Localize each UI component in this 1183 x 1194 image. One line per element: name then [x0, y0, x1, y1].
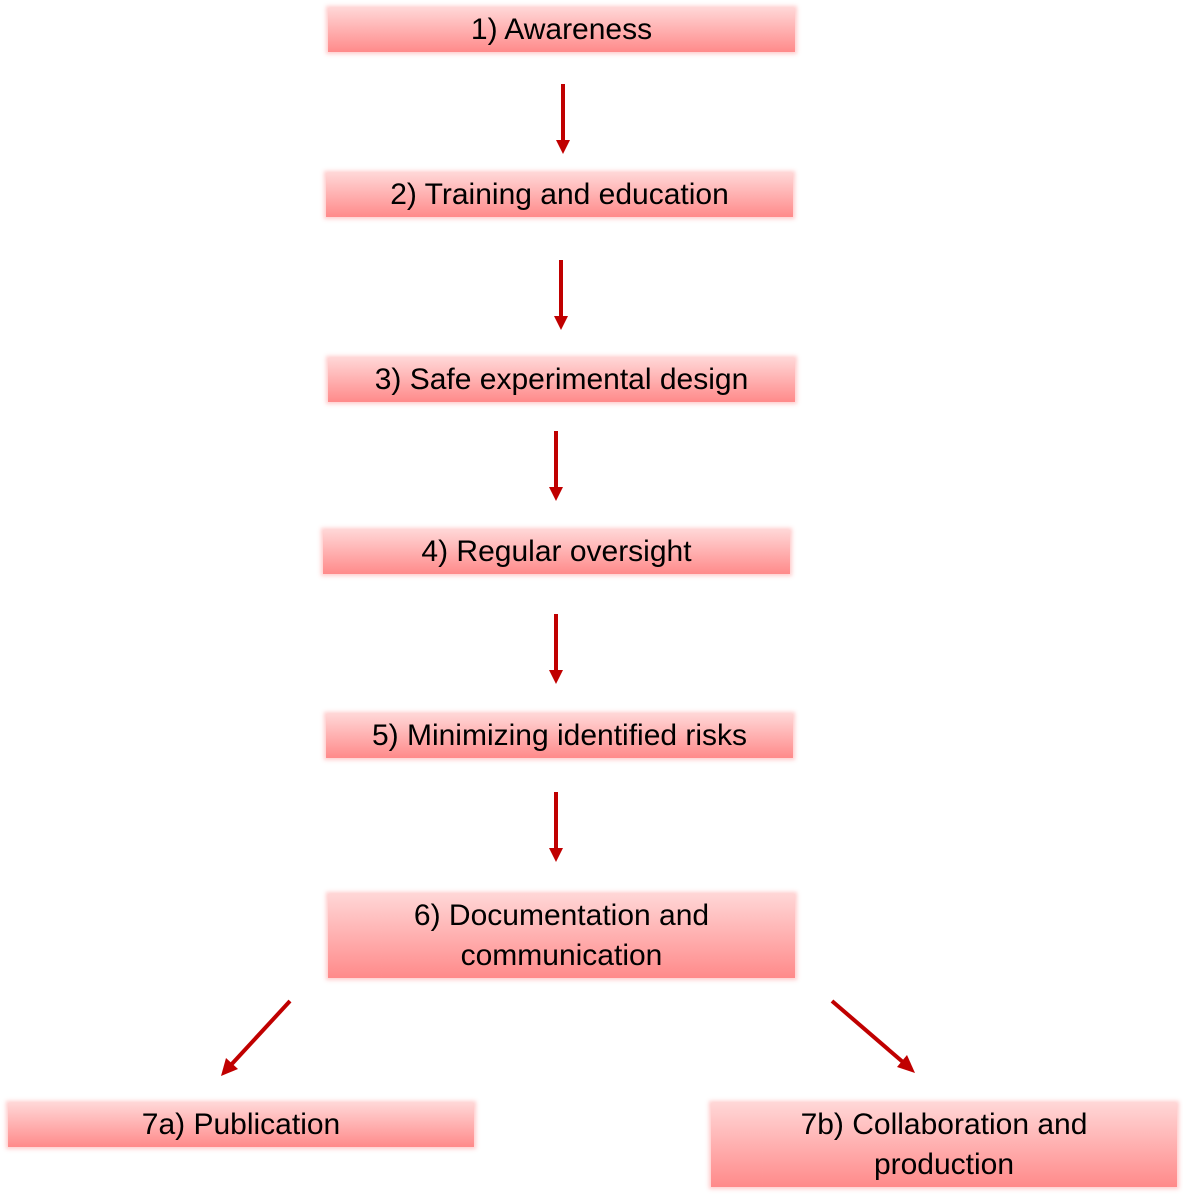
arrow-documentation-to-collaboration — [830, 999, 915, 1073]
step-collaboration-label-line1: 7b) Collaboration and — [800, 1108, 1088, 1141]
arrow-oversight-to-risks — [549, 614, 563, 684]
arrow-awareness-to-training — [556, 84, 570, 154]
arrow-training-to-design — [554, 260, 568, 330]
step-training-and-education: 2) Training and education — [326, 173, 793, 217]
step-design-label: 3) Safe experimental design — [374, 363, 749, 396]
arrow-documentation-to-publication — [221, 999, 292, 1076]
step-publication: 7a) Publication — [8, 1103, 474, 1147]
step-awareness: 1) Awareness — [328, 8, 795, 52]
step-regular-oversight: 4) Regular oversight — [323, 530, 790, 574]
step-collaboration-and-production: 7b) Collaboration and production — [711, 1103, 1177, 1187]
step-awareness-label: 1) Awareness — [470, 13, 653, 46]
step-documentation-label-line2: communication — [460, 939, 663, 972]
arrow-risks-to-documentation — [549, 792, 563, 862]
step-safe-experimental-design: 3) Safe experimental design — [328, 358, 795, 402]
arrow-design-to-oversight — [549, 431, 563, 501]
step-collaboration-label-line2: production — [873, 1148, 1015, 1181]
step-risks-label: 5) Minimizing identified risks — [371, 719, 748, 752]
step-minimizing-identified-risks: 5) Minimizing identified risks — [326, 714, 793, 758]
step-publication-label: 7a) Publication — [141, 1108, 341, 1141]
step-documentation-label-line1: 6) Documentation and — [413, 899, 710, 932]
step-training-label: 2) Training and education — [390, 178, 729, 211]
step-documentation-and-communication: 6) Documentation and communication — [328, 894, 795, 978]
step-oversight-label: 4) Regular oversight — [421, 535, 692, 568]
